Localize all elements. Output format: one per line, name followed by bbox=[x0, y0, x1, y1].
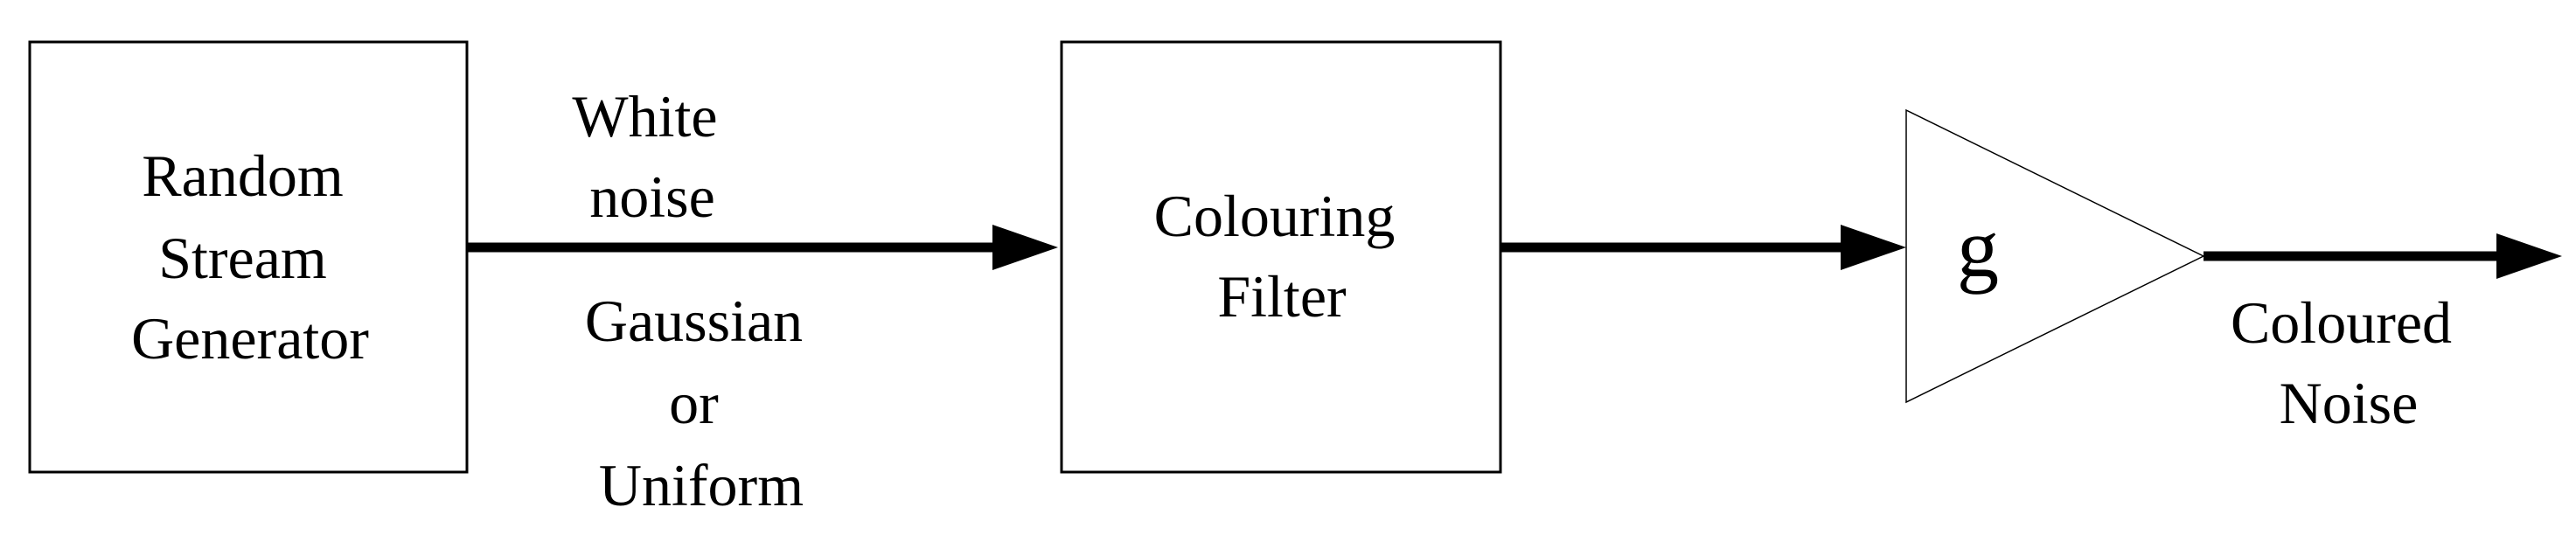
svg-text:Random Stream Gene: Random Stream Generator bbox=[131, 142, 369, 372]
colouring-filter-label-line-1: Colouring bbox=[1154, 183, 1396, 249]
generator-block: Random Stream Generator bbox=[28, 40, 469, 474]
gain-block: g bbox=[1905, 108, 2205, 404]
output-label-line-1: Coloured bbox=[2231, 289, 2452, 356]
filtered-connection bbox=[1500, 225, 1906, 270]
distribution-label-line-2: or bbox=[669, 370, 719, 436]
colouring-filter-box bbox=[1060, 40, 1502, 474]
white-noise-label-line-2: noise bbox=[589, 163, 715, 230]
white-noise-label: White noise bbox=[572, 83, 732, 230]
white-noise-connection bbox=[467, 225, 1058, 270]
distribution-label-line-3: Uniform bbox=[599, 452, 804, 518]
distribution-label-line-1: Gaussian bbox=[585, 288, 803, 354]
generator-label-line-2: Stream bbox=[158, 225, 327, 291]
generator-label-line-3: Generator bbox=[131, 305, 369, 372]
gain-label: g bbox=[1957, 201, 1999, 295]
output-arrowhead bbox=[2496, 233, 2562, 279]
colouring-filter-block: Colouring Filter bbox=[1060, 40, 1502, 474]
distribution-label: Gaussian or Uniform bbox=[585, 288, 818, 518]
white-noise-arrowhead bbox=[992, 225, 1058, 270]
output-label: Coloured Noise bbox=[2231, 289, 2467, 436]
generator-box bbox=[28, 40, 469, 474]
colouring-filter-label-line-2: Filter bbox=[1217, 263, 1347, 330]
generator-label-line-1: Random bbox=[142, 142, 343, 209]
svg-text:Colouring Filter: Colouring Filter bbox=[1154, 183, 1410, 330]
output-label-line-2: Noise bbox=[2280, 370, 2419, 436]
filtered-arrowhead bbox=[1841, 225, 1906, 270]
output-connection bbox=[2204, 233, 2562, 279]
amplifier-triangle bbox=[1905, 108, 2205, 404]
white-noise-label-line-1: White bbox=[572, 83, 717, 149]
